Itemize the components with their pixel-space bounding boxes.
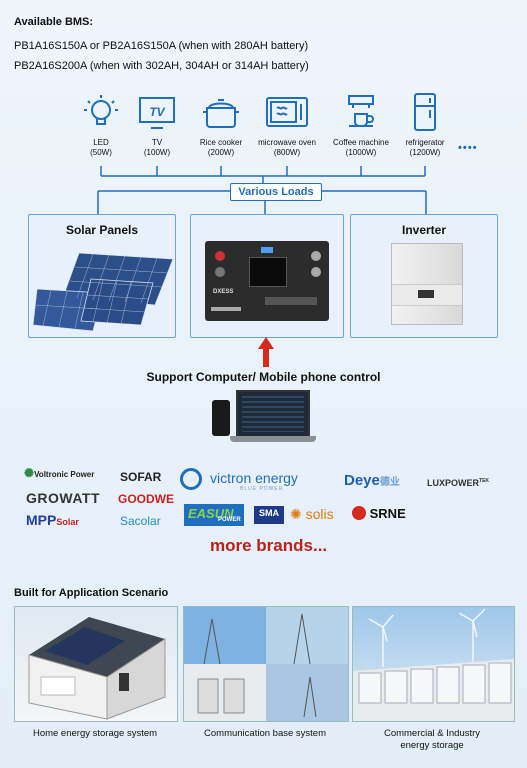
easun-subtitle: POWER — [218, 517, 241, 523]
logo-voltronic: ✺Voltronic Power — [24, 466, 95, 480]
appliance-led: LED (50W) — [66, 92, 136, 158]
logo-growatt: GROWATT — [26, 490, 101, 506]
mobile-phone — [212, 400, 230, 436]
bms-line-2: PB2A16S200A (when with 302AH, 304AH or 3… — [14, 60, 309, 72]
logo-solis: ✺ solis — [290, 506, 334, 522]
scenario-caption-home: Home energy storage system — [32, 728, 158, 739]
logo-goodwe: GOODWE — [118, 492, 174, 506]
control-label: Support Computer/ Mobile phone control — [146, 370, 381, 384]
appliance-tv: TV TV (100W) — [122, 92, 192, 158]
bms-title: Available BMS: — [14, 16, 94, 28]
scenario-caption-communication: Communication base system — [204, 728, 326, 739]
appliance-name: TV — [151, 138, 163, 147]
house-illustration — [28, 617, 166, 720]
inverter-unit — [391, 243, 463, 325]
solar-panels-box: Solar Panels — [28, 214, 176, 338]
voltronic-swirl-icon: ✺ — [24, 466, 35, 480]
battery-display-screen — [249, 257, 287, 287]
inverter-panel — [392, 284, 462, 306]
easun-name: EASUN — [188, 506, 234, 521]
appliance-power: (1200W) — [409, 148, 441, 157]
logo-mpp-solar: MPPSolar — [26, 512, 79, 528]
led-bulb-icon — [66, 92, 136, 132]
scene-home-image — [14, 606, 178, 722]
laptop-screen — [236, 390, 310, 438]
appliance-power: (1000W) — [345, 148, 377, 157]
inverter-box: Inverter — [350, 214, 498, 338]
appliance-name: LED — [93, 138, 109, 147]
battery-box: DXESS — [190, 214, 344, 338]
appliance-coffee-machine: Coffee machine (1000W) — [326, 92, 396, 158]
wind-turbines-storage-illustration — [353, 608, 514, 721]
microwave-oven-icon — [252, 92, 322, 132]
various-loads-label: Various Loads — [230, 183, 322, 201]
more-appliances-dots: • • • • — [458, 142, 477, 154]
logo-sma: SMA — [254, 506, 284, 524]
scenario-title: Built for Application Scenario — [14, 587, 169, 599]
appliance-refrigerator: refrigerator (1200W) — [390, 92, 460, 158]
appliance-name: microwave oven — [258, 138, 316, 147]
appliance-microwave: microwave oven (800W) — [252, 92, 322, 158]
appliance-power: (200W) — [207, 148, 235, 157]
negative-terminal-icon — [215, 267, 225, 277]
logo-deye: Deye德业 — [344, 472, 400, 489]
up-arrow-icon — [258, 337, 274, 367]
load-connector-lines — [97, 166, 427, 214]
inverter-title: Inverter — [401, 223, 447, 237]
bms-line-1: PB1A16S150A or PB2A16S150A (when with 28… — [14, 40, 309, 52]
scenario-caption-commercial: Commercial & Industry energy storage — [383, 728, 481, 751]
solar-panels-title: Solar Panels — [65, 223, 139, 237]
solar-panels-image — [33, 252, 173, 331]
appliance-rice-cooker: Rice cooker (200W) — [186, 92, 256, 158]
appliance-power: (100W) — [143, 148, 171, 157]
appliance-name: Rice cooker — [199, 138, 243, 147]
telecom-towers-illustration — [184, 607, 348, 721]
sma-name: SMA — [259, 508, 279, 518]
laptop-display-content — [242, 396, 304, 432]
appliance-name: refrigerator — [405, 138, 445, 147]
more-brands-label: more brands... — [210, 536, 328, 555]
appliance-power: (800W) — [273, 148, 301, 157]
srne-mark-icon — [352, 506, 366, 520]
inverter-display — [418, 290, 434, 298]
positive-terminal-icon — [215, 251, 225, 261]
laptop-base — [230, 436, 316, 442]
tv-icon-label: TV — [149, 105, 165, 119]
battery-ports — [265, 297, 317, 305]
appliance-name: Coffee machine — [333, 138, 389, 147]
victron-name: victron energy — [210, 470, 298, 486]
terminal-icon — [311, 267, 321, 277]
scene-commercial-image — [352, 606, 515, 722]
terminal-icon — [311, 251, 321, 261]
coffee-machine-icon — [326, 92, 396, 132]
tv-icon: TV — [122, 92, 192, 132]
logo-sacolar: Sacolar — [120, 514, 161, 528]
logo-srne: SRNE — [352, 506, 406, 521]
battery-brand-label: DXESS — [213, 289, 234, 295]
victron-circle-icon — [180, 468, 202, 490]
battery-indicator-icon — [261, 247, 273, 253]
rice-cooker-icon — [186, 92, 256, 132]
refrigerator-icon — [390, 92, 460, 132]
appliance-power: (50W) — [90, 148, 112, 157]
solis-sun-icon: ✺ — [290, 506, 302, 522]
battery-unit: DXESS — [205, 241, 329, 321]
logo-luxpower: LUXPOWERTEK — [427, 478, 490, 488]
logo-sofar: SOFAR — [120, 470, 162, 484]
victron-subtitle: BLUE POWER — [240, 486, 284, 492]
scene-communication-image — [183, 606, 349, 722]
battery-handle — [211, 307, 241, 311]
logo-easun: EASUN POWER — [184, 504, 244, 526]
